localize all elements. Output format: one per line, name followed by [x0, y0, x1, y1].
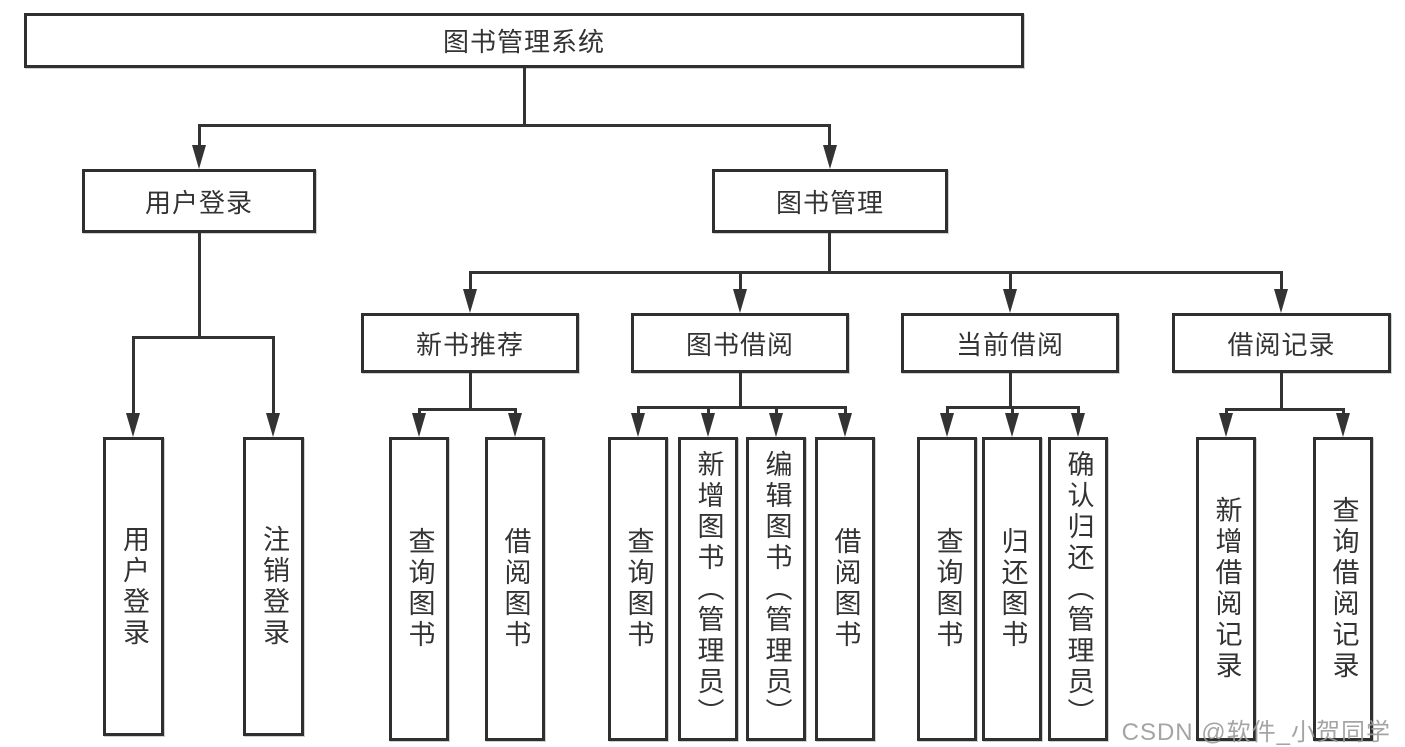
arrowhead-down — [1274, 289, 1288, 313]
node-current-borrowing: 当前借阅 — [901, 313, 1119, 373]
leaf-logout: 注销登录 — [243, 437, 304, 736]
edge-line — [828, 124, 831, 147]
leaf-borrow-books-recommend: 借阅图书 — [485, 437, 545, 741]
leaf-confirm-return-admin: 确认归还（管理员） — [1048, 437, 1108, 741]
edge-line — [272, 336, 275, 415]
edge-line — [469, 373, 472, 408]
leaf-return-books: 归还图书 — [982, 437, 1042, 741]
leaf-label: 查询图书 — [932, 527, 963, 651]
leaf-label: 编辑图书（管理员） — [761, 449, 792, 729]
arrowhead-down — [1219, 413, 1233, 437]
edge-line — [1011, 406, 1014, 415]
leaf-label: 用户登录 — [119, 524, 149, 649]
arrowhead-down — [823, 145, 837, 169]
leaf-query-books-borrowing: 查询图书 — [608, 437, 668, 741]
edge-line — [1225, 408, 1343, 411]
node-book-management: 图书管理 — [712, 169, 948, 233]
arrowhead-down — [508, 413, 522, 437]
leaf-borrow-books-borrowing: 借阅图书 — [815, 437, 875, 741]
edge-line — [469, 271, 1281, 274]
node-label: 新书推荐 — [415, 329, 524, 360]
node-label: 当前借阅 — [955, 329, 1064, 360]
node-user-login: 用户登录 — [82, 169, 316, 233]
edge-line — [198, 124, 201, 147]
node-book-borrowing: 图书借阅 — [631, 313, 849, 373]
edge-line — [1077, 406, 1080, 415]
leaf-label: 新增借阅记录 — [1211, 496, 1242, 682]
arrowhead-down — [1005, 413, 1019, 437]
leaf-add-books-admin: 新增图书（管理员） — [678, 437, 738, 741]
csdn-watermark: CSDN @软件_小贺同学 — [1121, 719, 1391, 746]
edge-line — [1009, 271, 1012, 291]
edge-line — [637, 406, 845, 409]
leaf-label: 确认归还（管理员） — [1063, 449, 1094, 729]
leaf-label: 借阅图书 — [500, 527, 531, 651]
leaf-label: 新增图书（管理员） — [693, 449, 724, 729]
edge-line — [1225, 408, 1228, 415]
leaf-add-borrow-record: 新增借阅记录 — [1196, 437, 1256, 741]
node-label: 图书管理系统 — [442, 27, 605, 57]
edge-line — [637, 406, 640, 415]
leaf-user-login: 用户登录 — [103, 437, 164, 736]
node-borrow-records: 借阅记录 — [1172, 313, 1391, 373]
leaf-label: 注销登录 — [259, 524, 289, 649]
leaf-query-books-recommend: 查询图书 — [389, 437, 449, 741]
edge-line — [739, 271, 742, 291]
arrowhead-down — [1071, 413, 1085, 437]
arrowhead-down — [940, 413, 954, 437]
leaf-edit-books-admin: 编辑图书（管理员） — [746, 437, 806, 741]
edge-line — [775, 406, 778, 415]
leaf-query-borrow-record: 查询借阅记录 — [1313, 437, 1373, 741]
leaf-label: 查询图书 — [404, 527, 435, 651]
edge-line — [844, 406, 847, 415]
arrowhead-down — [192, 145, 206, 169]
edge-line — [1280, 271, 1283, 291]
leaf-label: 查询图书 — [623, 527, 654, 651]
node-label: 图书借阅 — [685, 329, 794, 360]
leaf-label: 查询借阅记录 — [1328, 496, 1359, 682]
edge-line — [828, 233, 831, 271]
arrowhead-down — [412, 413, 426, 437]
node-new-book-recommend: 新书推荐 — [361, 313, 579, 373]
arrowhead-down — [266, 413, 280, 437]
edge-line — [132, 336, 135, 415]
edge-line — [1009, 373, 1012, 406]
leaf-query-books-current: 查询图书 — [917, 437, 977, 741]
edge-line — [418, 408, 516, 411]
edge-line — [132, 336, 274, 339]
arrowhead-down — [126, 413, 140, 437]
node-label: 借阅记录 — [1227, 329, 1336, 360]
edge-line — [418, 408, 421, 415]
edge-line — [198, 233, 201, 336]
edge-line — [1280, 373, 1283, 408]
arrowhead-down — [733, 289, 747, 313]
edge-line — [739, 373, 742, 406]
node-label: 图书管理 — [775, 187, 884, 218]
arrowhead-down — [838, 413, 852, 437]
leaf-label: 借阅图书 — [830, 527, 861, 651]
node-library-management-system: 图书管理系统 — [24, 13, 1024, 68]
leaf-label: 归还图书 — [997, 527, 1028, 651]
edge-line — [946, 406, 949, 415]
edge-line — [707, 406, 710, 415]
edge-line — [469, 271, 472, 291]
edge-line — [514, 408, 517, 415]
edge-line — [523, 68, 526, 124]
arrowhead-down — [769, 413, 783, 437]
arrowhead-down — [463, 289, 477, 313]
arrowhead-down — [1336, 413, 1350, 437]
edge-line — [1342, 408, 1345, 415]
arrowhead-down — [1003, 289, 1017, 313]
edge-line — [198, 124, 830, 127]
arrowhead-down — [631, 413, 645, 437]
arrowhead-down — [701, 413, 715, 437]
node-label: 用户登录 — [144, 187, 253, 218]
